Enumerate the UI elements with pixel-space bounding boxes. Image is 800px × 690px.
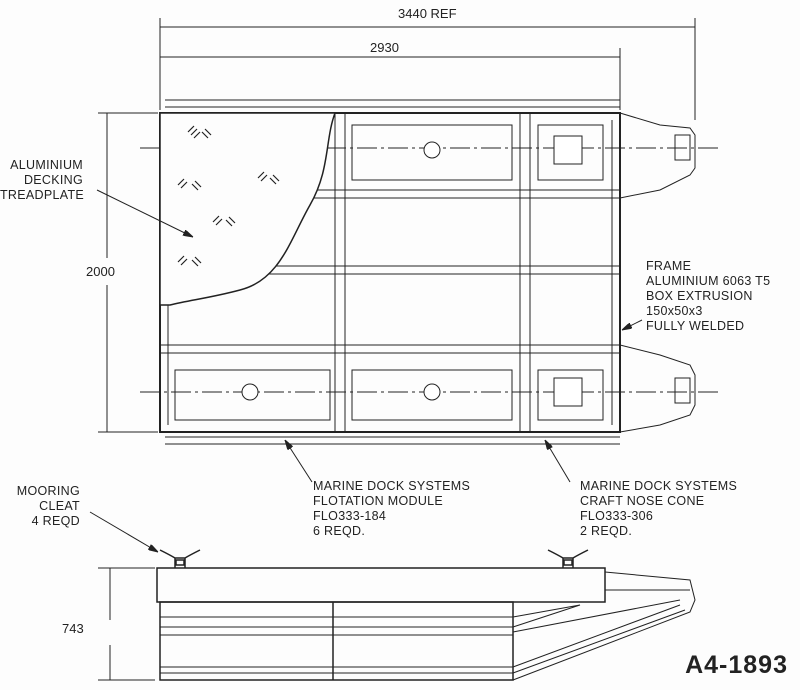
label-line: MOORING [16, 484, 80, 498]
label-line: 2 REQD. [580, 524, 633, 538]
mooring-cleat-icons [159, 549, 589, 568]
drawing-number: A4-1893 [685, 651, 788, 679]
dimension-2000-label: 2000 [86, 264, 115, 279]
label-line: TREADPLATE [0, 188, 85, 202]
label-line: MARINE DOCK SYSTEMS [580, 479, 738, 493]
dimension-2930 [160, 48, 621, 110]
side-view [98, 567, 696, 681]
label-line: DECKING [23, 173, 83, 187]
label-line: 6 REQD. [313, 524, 366, 538]
frame-label: FRAME ALUMINIUM 6063 T5 BOX EXTRUSION 15… [646, 259, 770, 334]
label-line: MARINE DOCK SYSTEMS [313, 479, 471, 493]
dimension-2000 [98, 112, 158, 433]
treadplate-pattern [177, 125, 280, 267]
decking-label: ALUMINIUM DECKING TREADPLATE [0, 158, 85, 203]
mooring-cleat-label: MOORING CLEAT 4 REQD [0, 484, 80, 529]
label-line: ALUMINIUM 6063 T5 [646, 274, 771, 288]
dimension-3440 [159, 18, 696, 120]
treadplate-area [159, 112, 337, 306]
label-line: CLEAT [39, 499, 80, 513]
label-line: 150x50x3 [646, 304, 703, 318]
label-line: CRAFT NOSE CONE [580, 494, 705, 508]
label-line: FLOTATION MODULE [313, 494, 444, 508]
label-line: FLO333-184 [313, 509, 387, 523]
label-line: FLO333-306 [580, 509, 654, 523]
dimension-2930-label: 2930 [370, 40, 399, 55]
label-line: 4 REQD [31, 514, 80, 528]
nose-cone-label: MARINE DOCK SYSTEMS CRAFT NOSE CONE FLO3… [580, 479, 737, 539]
label-line: BOX EXTRUSION [646, 289, 753, 303]
flotation-module-label: MARINE DOCK SYSTEMS FLOTATION MODULE FLO… [313, 479, 470, 539]
label-line: FULLY WELDED [646, 319, 745, 333]
bolt-icons [241, 135, 583, 407]
dimension-3440-label: 3440 REF [398, 6, 457, 21]
label-line: ALUMINIUM [10, 158, 83, 172]
label-line: FRAME [646, 259, 692, 273]
dimension-743-label: 743 [62, 621, 84, 636]
